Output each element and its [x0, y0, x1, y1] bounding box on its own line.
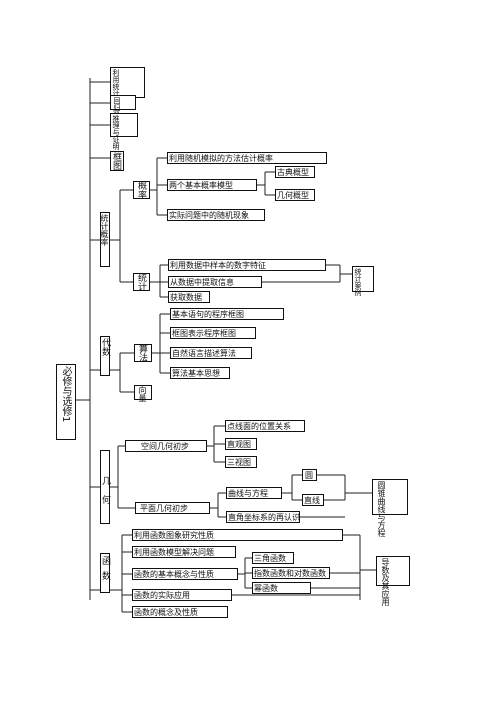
node-algebra	[100, 336, 110, 376]
label-geometry: 几何	[100, 476, 110, 514]
node-space-geometry	[125, 440, 207, 452]
root-node	[56, 364, 76, 440]
node-function-concept	[132, 606, 228, 618]
node-circle	[302, 469, 317, 481]
label-algorithm-idea: 算法基本思想	[172, 369, 220, 378]
label-function-concept: 函数的概念及性质	[134, 608, 198, 617]
node-position-relation	[225, 420, 305, 432]
node-three-views	[225, 456, 257, 468]
label-power-functions: 幂函数	[254, 584, 278, 593]
node-vector	[134, 385, 152, 400]
node-geometry	[100, 450, 110, 524]
label-reasoning-proof: 推理与证明	[112, 115, 120, 150]
label-basic-statements: 基本语句的程序框图	[172, 310, 244, 319]
node-curve-equation	[226, 487, 282, 499]
label-exp-log-functions: 指数函数和对数函数	[254, 569, 326, 578]
label-prob-models: 两个基本概率模型	[169, 181, 233, 190]
label-intuitive-view: 直观图	[227, 440, 251, 449]
node-prob-models	[167, 179, 257, 191]
label-regression: 回归分析	[113, 97, 121, 125]
node-geometric-prob	[275, 189, 315, 201]
label-geometric-prob: 几何概型	[277, 191, 309, 200]
node-statistics-cases	[352, 266, 374, 292]
label-functions: 函数	[100, 556, 110, 586]
node-regression	[110, 95, 136, 110]
label-trig-functions: 三角函数	[254, 554, 286, 563]
node-coordinate-system	[226, 511, 300, 523]
label-flowchart-program: 框图表示程序框图	[172, 329, 236, 338]
root-label: 必修与选修1	[60, 366, 71, 423]
node-exp-log-functions	[252, 567, 330, 579]
label-graph-properties: 利用函数图象研究性质	[134, 531, 214, 540]
node-practical-application	[132, 589, 232, 601]
node-intuitive-view	[225, 438, 257, 450]
node-random-phenomena	[167, 209, 265, 221]
node-conic-equation	[372, 479, 408, 515]
node-get-data	[168, 291, 210, 303]
node-prob-simulation	[167, 152, 327, 164]
node-trig-functions	[252, 552, 294, 564]
node-algorithm-idea	[170, 367, 230, 379]
label-vector: 向量	[138, 386, 147, 402]
label-sample-features: 利用数据中样本的数字特征	[170, 261, 266, 270]
node-basic-statements	[170, 308, 284, 320]
label-extract-info: 从数据中提取信息	[170, 278, 234, 287]
node-power-functions	[252, 582, 311, 594]
label-get-data: 获取数据	[170, 293, 202, 302]
label-coordinate-system: 直角坐标系的再认识	[228, 513, 300, 522]
node-statistics-probability	[100, 212, 110, 267]
label-plane-geometry: 平面几何初步	[140, 504, 188, 513]
node-sample-features	[168, 259, 326, 271]
label-three-views: 三视图	[227, 458, 251, 467]
label-prob-simulation: 利用随机模拟的方法估计概率	[169, 154, 273, 163]
node-algorithm	[134, 344, 152, 362]
node-derivative-application	[376, 556, 410, 586]
node-basic-concepts	[132, 568, 238, 580]
node-plane-geometry	[135, 502, 210, 514]
label-line: 直线	[304, 496, 320, 505]
node-reasoning-proof	[110, 113, 138, 137]
node-function-models	[132, 546, 236, 558]
label-derivative-application: 导数及其应用	[381, 558, 390, 606]
node-extract-info	[168, 276, 262, 288]
label-algorithm: 算法	[137, 344, 147, 362]
label-space-geometry: 空间几何初步	[141, 442, 189, 451]
label-basic-concepts: 函数的基本概念与性质	[134, 570, 214, 579]
node-classical-prob	[275, 166, 315, 178]
label-circle: 圆	[305, 471, 313, 480]
label-estimate-population: 利用统计量估计总体	[112, 69, 120, 132]
node-natural-language	[170, 347, 252, 359]
label-statistics-cases: 统计案例	[354, 268, 362, 296]
node-functions	[100, 553, 110, 593]
label-statistics: 统计	[136, 273, 146, 291]
node-probability	[133, 181, 150, 199]
node-flowchart	[110, 151, 124, 171]
label-random-phenomena: 实际问题中的随机现象	[169, 211, 249, 220]
label-classical-prob: 古典概型	[277, 168, 309, 177]
label-position-relation: 点线面的位置关系	[227, 422, 291, 431]
node-line	[302, 494, 324, 506]
label-practical-application: 函数的实际应用	[134, 591, 190, 600]
label-natural-language: 自然语言描述算法	[172, 349, 236, 358]
node-statistics	[133, 273, 150, 291]
node-graph-properties	[132, 529, 343, 541]
label-probability: 概率	[136, 181, 146, 199]
label-function-models: 利用函数模型解决问题	[134, 548, 214, 557]
label-algebra: 代数	[100, 338, 110, 356]
label-flowchart: 框图	[111, 152, 121, 170]
label-statistics-probability: 统计概率	[100, 214, 109, 246]
node-flowchart-program	[170, 327, 256, 339]
label-conic-equation: 圆锥曲线与方程	[377, 481, 386, 537]
label-curve-equation: 曲线与方程	[228, 489, 268, 498]
